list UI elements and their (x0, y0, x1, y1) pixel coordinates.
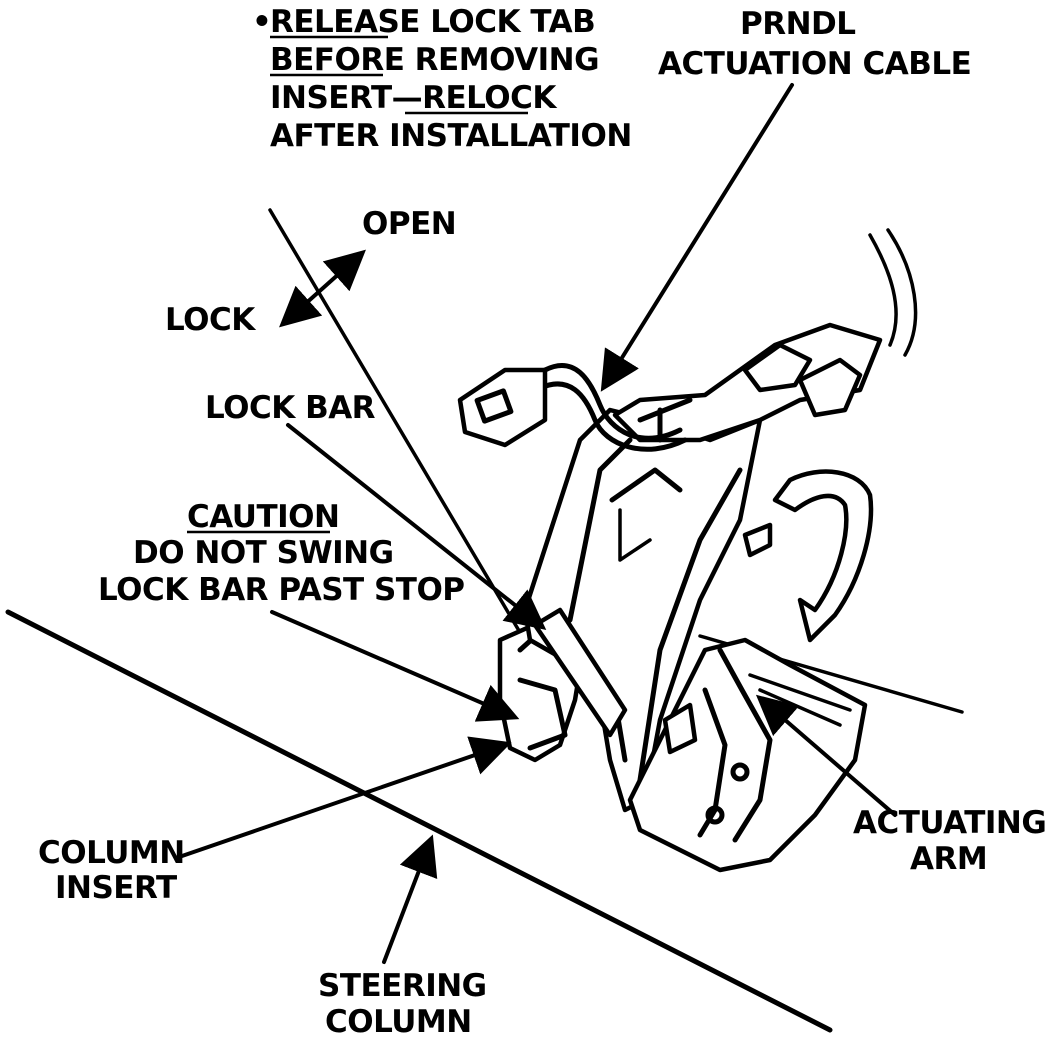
note-line1-rest: LOCK TAB (420, 4, 595, 40)
note-bullet: • (252, 4, 271, 40)
note-release: RELEASE (270, 4, 420, 40)
label-arm: ARM (910, 841, 987, 877)
label-column: COLUMN (38, 835, 185, 871)
open-lock-arrow (279, 249, 366, 328)
svg-text:RELEASE LOCK TAB: RELEASE LOCK TAB (270, 4, 595, 40)
label-insert: INSERT (55, 870, 177, 906)
note-after-installation: AFTER INSTALLATION (270, 118, 632, 154)
lock-tab (457, 367, 548, 448)
label-actuating: ACTUATING (853, 805, 1046, 841)
svg-text:BEFORE REMOVING: BEFORE REMOVING (270, 42, 599, 78)
label-prndl: PRNDL (740, 6, 856, 42)
label-actuation-cable: ACTUATION CABLE (658, 46, 971, 82)
prndl-leader (600, 83, 794, 392)
actuating-arm-leader (755, 694, 897, 817)
cable-connector (612, 322, 883, 443)
caution-leader (270, 610, 520, 722)
note-line2-rest: REMOVING (404, 42, 599, 78)
cable-clip-hook (772, 469, 874, 643)
label-open: OPEN (362, 206, 456, 242)
lock-bar-strip (532, 607, 628, 738)
note-insert: INSERT— (270, 80, 422, 116)
caution-line2: LOCK BAR PAST STOP (98, 572, 465, 608)
caution-note: CAUTION DO NOT SWING LOCK BAR PAST STOP (98, 499, 465, 608)
label-lock-bar: LOCK BAR (205, 390, 376, 426)
note-release-lock-tab: • RELEASE LOCK TAB BEFORE REMOVING INSER… (252, 4, 632, 154)
lock-bar-leader (286, 423, 547, 630)
column-insert-leader (180, 736, 512, 858)
note-before: BEFORE (270, 42, 404, 78)
caution-title: CAUTION (187, 499, 339, 535)
label-steering: STEERING (318, 968, 487, 1004)
caution-line1: DO NOT SWING (133, 535, 394, 571)
label-steering-column: COLUMN (325, 1004, 472, 1040)
shift-lock-mechanism (457, 228, 918, 873)
note-relock: RELOCK (422, 80, 557, 116)
leader-lines (180, 83, 897, 964)
actuating-arm-plate (627, 637, 868, 873)
label-lock: LOCK (165, 302, 256, 338)
svg-text:INSERT—RELOCK: INSERT—RELOCK (270, 80, 557, 116)
steering-column-leader (382, 834, 438, 964)
